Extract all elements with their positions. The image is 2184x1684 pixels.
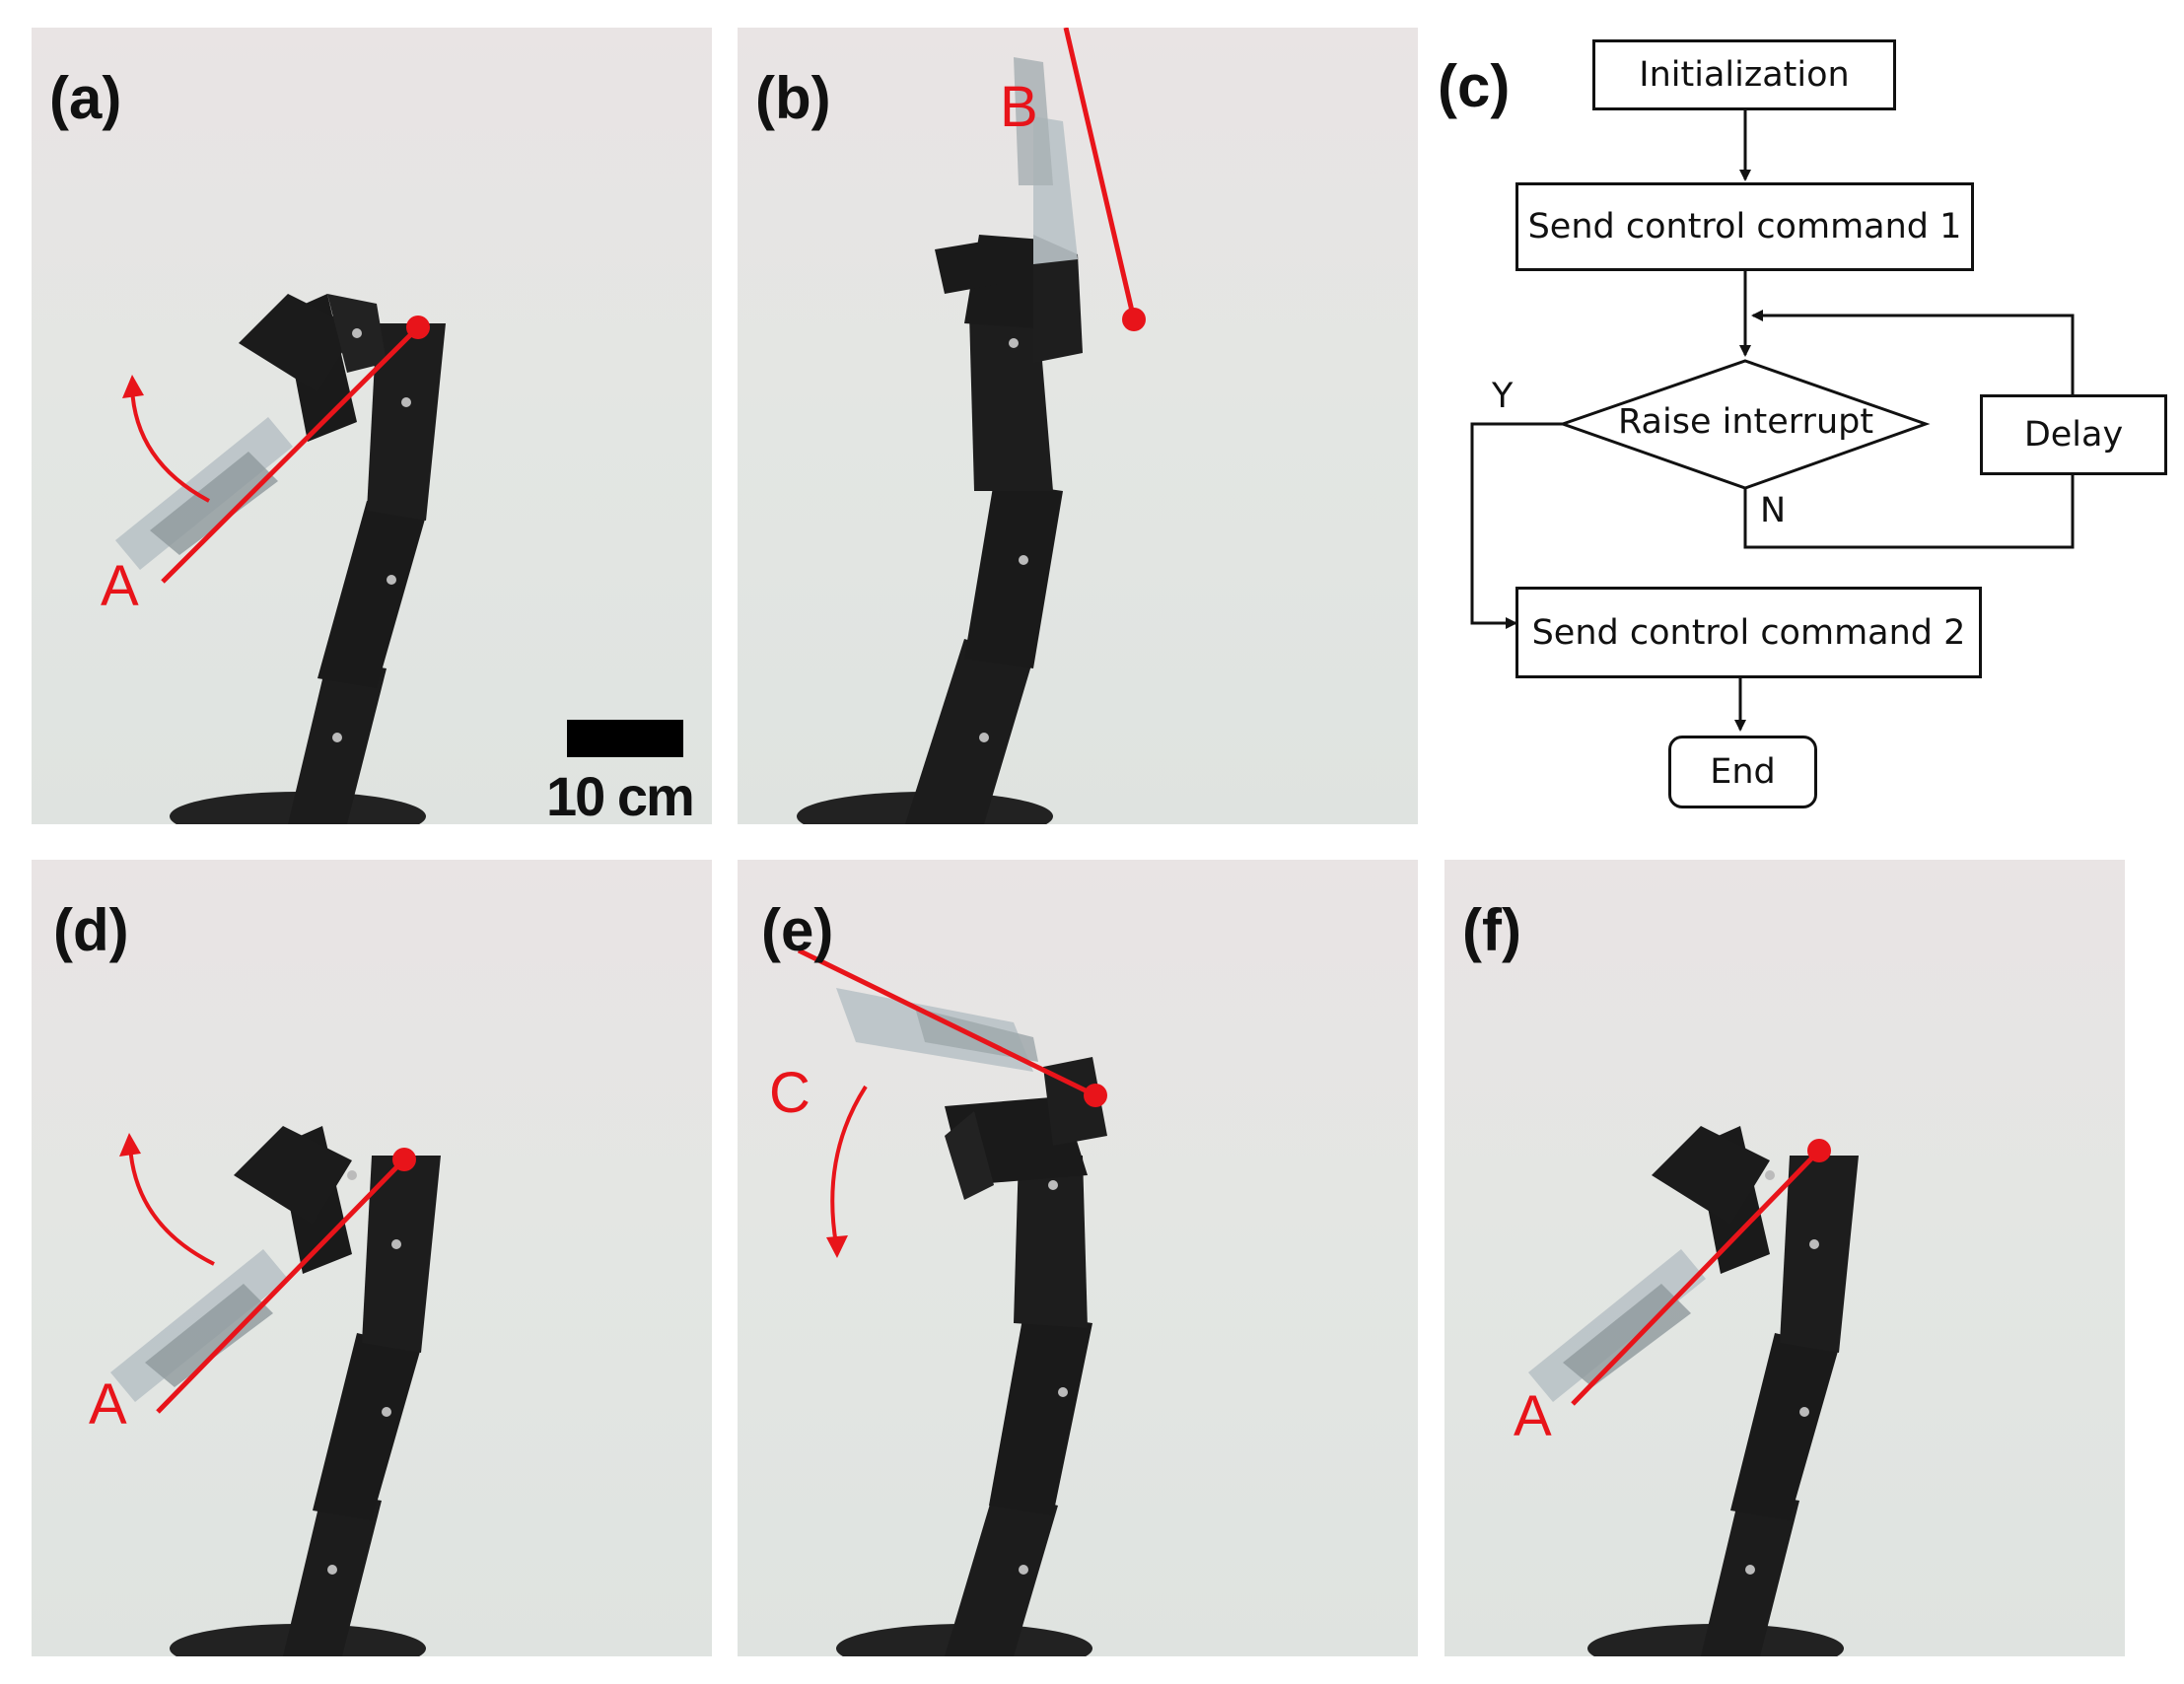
scale-bar bbox=[567, 720, 683, 757]
panel-label-f: (f) bbox=[1462, 897, 1521, 963]
panel-d: (d) A bbox=[32, 860, 712, 1656]
panel-label-e: (e) bbox=[761, 897, 834, 963]
initialization-box: Initialization bbox=[1592, 39, 1896, 110]
delay-box: Delay bbox=[1980, 394, 2167, 475]
flowchart-connectors bbox=[1470, 110, 2075, 732]
send-command-2-box: Send control command 2 bbox=[1515, 587, 1982, 678]
marker-label-f: A bbox=[1514, 1384, 1552, 1448]
joint-dot-d bbox=[392, 1148, 416, 1171]
robot-arm-photo-e bbox=[797, 947, 1107, 1656]
robot-arm-photo-a bbox=[115, 294, 446, 824]
joint-dot-a bbox=[406, 316, 430, 339]
orientation-line-b bbox=[1063, 28, 1137, 320]
end-box: End bbox=[1668, 736, 1817, 808]
panel-label-a: (a) bbox=[49, 65, 122, 131]
marker-label-b: B bbox=[1000, 75, 1038, 139]
panel-label-b: (b) bbox=[755, 65, 831, 131]
robot-arm-photo-f bbox=[1528, 1126, 1859, 1656]
panel-label-c: (c) bbox=[1438, 53, 1511, 119]
rotation-arrow-d bbox=[128, 1145, 215, 1266]
joint-dot-e bbox=[1084, 1084, 1107, 1107]
yes-label: Y bbox=[1492, 377, 1514, 416]
decision-label: Raise interrupt bbox=[1618, 402, 1874, 442]
marker-label-d: A bbox=[89, 1372, 127, 1437]
rotation-arrow-a bbox=[130, 386, 210, 503]
panel-b: (b) B bbox=[738, 28, 1418, 824]
panel-f: (f) A bbox=[1444, 860, 2125, 1656]
scale-bar-label: 10 cm bbox=[546, 765, 695, 824]
panel-e: (e) C bbox=[738, 860, 1418, 1656]
no-label: N bbox=[1760, 491, 1787, 530]
panel-label-d: (d) bbox=[53, 897, 129, 963]
robot-arm-photo-d bbox=[110, 1126, 441, 1656]
rotation-arrow-e bbox=[830, 1085, 868, 1245]
orientation-line-a bbox=[161, 325, 420, 584]
send-command-1-box: Send control command 1 bbox=[1515, 182, 1974, 271]
panel-a: (a) A 10 cm bbox=[32, 28, 712, 824]
marker-label-e: C bbox=[769, 1061, 810, 1125]
orientation-line-e bbox=[797, 947, 1097, 1098]
joint-dot-b bbox=[1122, 308, 1146, 331]
orientation-line-f bbox=[1571, 1149, 1821, 1406]
orientation-line-d bbox=[156, 1158, 406, 1414]
marker-label-a: A bbox=[101, 554, 139, 618]
joint-dot-f bbox=[1807, 1139, 1831, 1162]
flowchart: Initialization Send control command 1 Ra… bbox=[1425, 20, 2184, 838]
robot-arm-photo-b bbox=[797, 28, 1146, 824]
